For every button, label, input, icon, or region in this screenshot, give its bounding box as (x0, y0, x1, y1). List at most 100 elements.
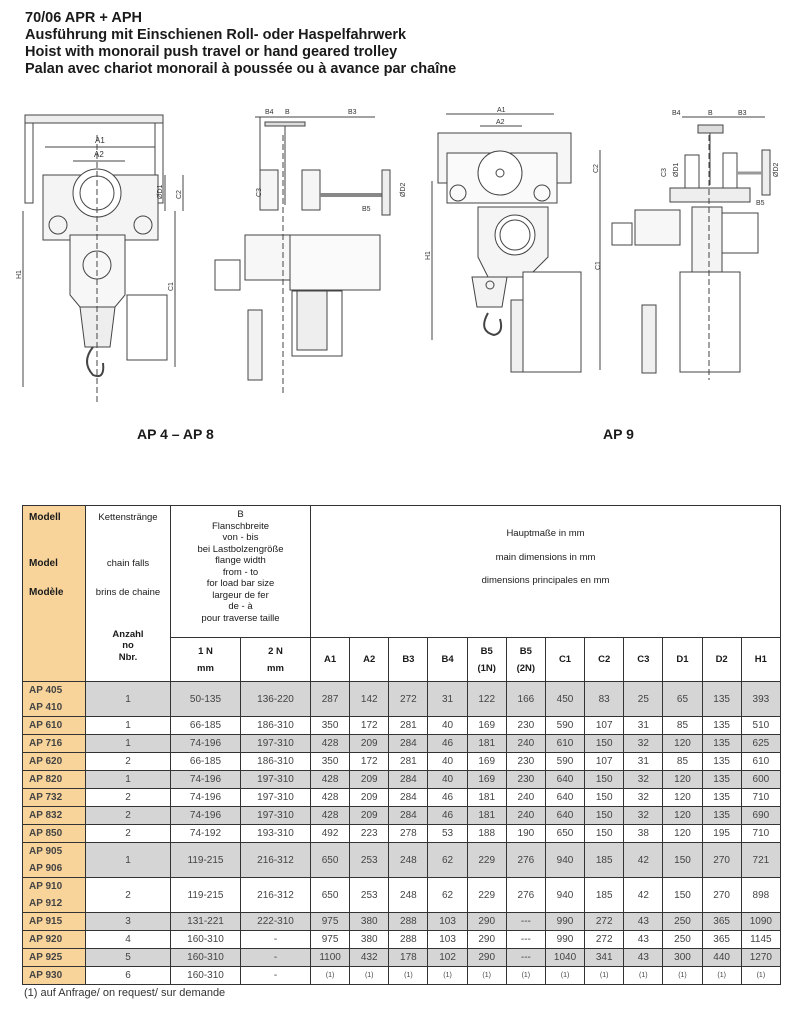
flange-1n-cell: 74-192 (170, 824, 241, 843)
flange-2n-cell: 197-310 (240, 734, 311, 753)
model-name: AP 820 (29, 774, 63, 785)
header-dim-b52n-line: (2N) (516, 662, 536, 674)
dimension-cell: 640 (544, 770, 586, 789)
dimension-cell: 380 (349, 912, 390, 931)
dimension-cell: 181 (466, 788, 507, 807)
label-d2-ap9: ØD2 (773, 163, 780, 178)
hoist-drawing-ap9: A1 A2 C2 C1 H1 B4 B B3 C3 ØD1 ØD2 B5 (425, 107, 780, 380)
dimension-cell: 290 (466, 930, 507, 949)
header-dim-d2: D2 (701, 637, 742, 682)
dimension-cell: 31 (427, 681, 468, 717)
header-main-en: main dimensions in mm (495, 551, 596, 563)
label-c2-ap9: C2 (593, 164, 600, 173)
dimension-cell: 1270 (740, 948, 782, 967)
dimension-cell: 150 (584, 824, 625, 843)
model-name: AP 732 (29, 792, 63, 803)
model-name: AP 850 (29, 828, 63, 839)
model-name: AP 915 (29, 916, 63, 927)
dimension-cell: 209 (349, 806, 390, 825)
dimension-cell: 150 (584, 734, 625, 753)
label-b5-ap9: B5 (756, 200, 765, 207)
dimension-cell: 975 (309, 930, 351, 949)
header-2n: 2 N mm (240, 637, 311, 682)
header-2n-line: mm (267, 662, 284, 674)
dimension-cell: 281 (388, 716, 429, 735)
header-main-fr: dimensions principales en mm (481, 575, 610, 586)
model-name: AP 716 (29, 738, 63, 749)
chain-falls-cell: 4 (85, 930, 171, 949)
label-b3-ap9: B3 (738, 110, 747, 117)
dimension-cell: 272 (584, 930, 625, 949)
dimension-cell: 287 (309, 681, 351, 717)
dimension-cell: 150 (584, 806, 625, 825)
model-cell: AP 620 (22, 752, 86, 771)
dimension-cell: 107 (584, 716, 625, 735)
dimension-cell: 365 (701, 912, 742, 931)
header-flange-line: for load bar size (206, 578, 275, 589)
dimension-cell: 365 (701, 930, 742, 949)
header-count-en: no (122, 640, 134, 651)
header-count-fr: Nbr. (118, 651, 138, 663)
dimension-cell: 640 (544, 788, 586, 807)
dimension-cell: 600 (740, 770, 782, 789)
model-cell: AP 925 (22, 948, 86, 967)
flange-1n-cell: 50-135 (170, 681, 241, 717)
dimension-cell: 432 (349, 948, 390, 967)
flange-1n-cell: 131-221 (170, 912, 241, 931)
model-name: AP 405 (29, 685, 63, 696)
label-b: B (285, 109, 290, 116)
flange-1n-cell: 119-215 (170, 877, 241, 913)
header-count-de: Anzahl (112, 628, 144, 640)
dimension-cell: 276 (505, 877, 546, 913)
model-name: AP 912 (29, 898, 63, 909)
dimension-cell: (1) (544, 966, 586, 985)
dimension-cell: 181 (466, 734, 507, 753)
label-b5: B5 (362, 206, 371, 213)
header-flange-line: largeur de fer (212, 589, 269, 601)
header-dim-d2-line: D2 (715, 654, 728, 665)
dimension-cell: 107 (584, 752, 625, 771)
model-cell: AP 850 (22, 824, 86, 843)
chain-falls-cell: 1 (85, 842, 171, 878)
dimension-cell: 135 (701, 788, 742, 807)
chain-falls-cell: 2 (85, 752, 171, 771)
dimension-cell: 281 (388, 752, 429, 771)
label-a1: A1 (95, 136, 105, 145)
dimension-cell: 492 (309, 824, 351, 843)
chain-falls-cell: 2 (85, 806, 171, 825)
label-b3: B3 (348, 109, 357, 116)
chain-falls-cell: 3 (85, 912, 171, 931)
dimension-cell: 290 (466, 912, 507, 931)
flange-2n-cell: 222-310 (240, 912, 311, 931)
dimension-cell: 150 (584, 770, 625, 789)
dimension-cell: 240 (505, 806, 546, 825)
header-dim-b3: B3 (388, 637, 429, 682)
model-name: AP 620 (29, 756, 63, 767)
dimension-cell: 46 (427, 788, 468, 807)
dimension-cell: 209 (349, 788, 390, 807)
dimension-cell: 250 (662, 912, 703, 931)
model-cell: AP 732 (22, 788, 86, 807)
flange-2n-cell: - (240, 930, 311, 949)
dimension-cell: --- (505, 930, 546, 949)
dimension-cell: 209 (349, 734, 390, 753)
dimension-cell: 272 (388, 681, 429, 717)
flange-2n-cell: 193-310 (240, 824, 311, 843)
dimension-cell: 650 (544, 824, 586, 843)
model-name: AP 925 (29, 952, 63, 963)
flange-2n-cell: 216-312 (240, 877, 311, 913)
dimension-cell: 46 (427, 806, 468, 825)
title-english: Hoist with monorail push travel or hand … (25, 44, 398, 60)
dimension-cell: 169 (466, 752, 507, 771)
dimension-cell: 610 (740, 752, 782, 771)
dimension-cell: 120 (662, 734, 703, 753)
header-2n-line: 2 N (268, 645, 283, 657)
dimension-cell: 38 (623, 824, 664, 843)
